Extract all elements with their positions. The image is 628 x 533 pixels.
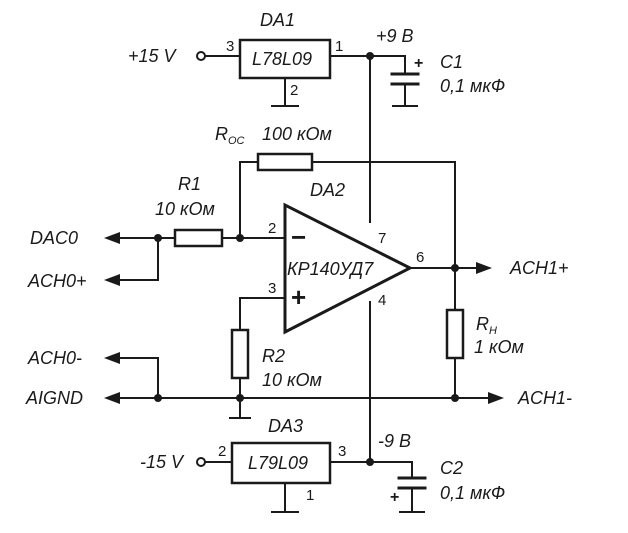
junction-dot (154, 234, 162, 242)
rail-pos-label: +9 В (376, 26, 414, 46)
da2-ref: DA2 (310, 180, 345, 200)
port-aignd: AIGND (25, 388, 83, 408)
da1-pin-gnd: 2 (290, 82, 298, 99)
da2-part: КР140УД7 (287, 259, 374, 279)
c1-ref: C1 (440, 52, 463, 72)
c1-polarity: + (414, 55, 423, 72)
junction-dot (366, 52, 374, 60)
da2-pin-vneg: 4 (378, 292, 386, 309)
port-ach1-neg: ACH1- (517, 388, 572, 408)
da1-regulator (238, 38, 332, 80)
supply-pos-label: +15 V (128, 46, 178, 66)
port-ach0-neg: ACH0- (27, 348, 82, 368)
c1-capacitor (390, 72, 420, 86)
roc-ref: ROC (215, 124, 245, 147)
junction-dot (451, 394, 459, 402)
wires (117, 55, 491, 513)
da2-pin-out: 6 (416, 249, 424, 266)
r2-ref: R2 (262, 346, 285, 366)
c2-polarity: + (390, 489, 399, 506)
arrows (104, 232, 504, 404)
da2-inv-sign: − (291, 222, 306, 252)
c2-ref: C2 (440, 458, 463, 478)
r1-value: 10 кОм (155, 199, 215, 219)
rh-ref: RH (476, 314, 497, 337)
da3-part: L79L09 (248, 453, 308, 473)
da2-opamp (283, 202, 414, 335)
roc-value: 100 кОм (262, 124, 332, 144)
supply-neg-label: -15 V (140, 452, 185, 472)
da2-noninv-sign: + (291, 282, 306, 312)
terminal-pos15 (196, 51, 206, 61)
arrow-ach0-pos (104, 274, 120, 286)
junction-dot (366, 458, 374, 466)
c1-value: 0,1 мкФ (440, 76, 505, 96)
rh-resistor (445, 308, 465, 360)
da1-ref: DA1 (260, 10, 295, 30)
da2-pin-vpos: 7 (378, 230, 386, 247)
c2-value: 0,1 мкФ (440, 483, 505, 503)
junction-dot (154, 394, 162, 402)
da2-pin-inv: 2 (268, 220, 276, 237)
da1-part: L78L09 (252, 49, 312, 69)
da2-pin-noninv: 3 (268, 280, 276, 297)
junction-dot (236, 394, 244, 402)
rail-neg-label: -9 В (378, 431, 411, 451)
da3-pin-out: 3 (338, 443, 346, 460)
da1-pin-in: 3 (226, 38, 234, 55)
r2-resistor (230, 328, 250, 380)
da3-pin-in: 2 (218, 443, 226, 460)
rh-value: 1 кОм (474, 337, 524, 357)
arrow-ach1-neg (488, 392, 504, 404)
arrow-aignd (104, 392, 120, 404)
arrow-ach1-pos (476, 262, 492, 274)
c2-capacitor (397, 476, 427, 490)
da3-regulator (230, 441, 332, 485)
roc-resistor (256, 152, 314, 172)
r1-ref: R1 (178, 174, 201, 194)
da1-pin-out: 1 (335, 38, 343, 55)
port-dac0: DAC0 (30, 228, 78, 248)
port-ach1-pos: ACH1+ (509, 258, 569, 278)
junctions (154, 52, 459, 466)
port-ach0-pos: ACH0+ (27, 271, 87, 291)
arrow-dac0 (104, 232, 120, 244)
da3-pin-gnd: 1 (306, 487, 314, 504)
arrow-ach0-neg (104, 352, 120, 364)
r1-resistor (173, 228, 224, 248)
terminal-neg15 (196, 457, 206, 467)
junction-dot (236, 234, 244, 242)
r2-value: 10 кОм (262, 370, 322, 390)
junction-dot (451, 264, 459, 272)
da3-ref: DA3 (268, 416, 303, 436)
